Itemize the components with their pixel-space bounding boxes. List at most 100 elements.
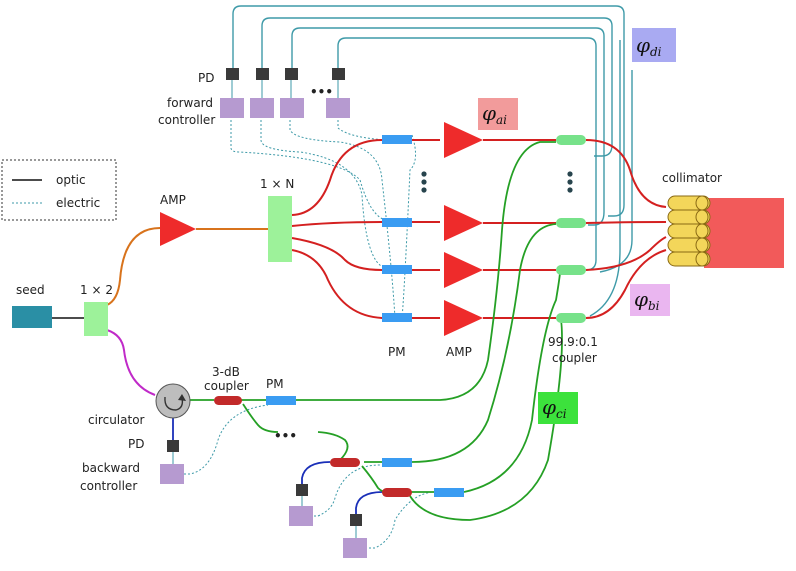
amp-1 [444, 122, 483, 158]
pm-bottom-2 [382, 458, 412, 467]
circulator-arrow-icon [164, 396, 184, 411]
seed-label: seed [16, 283, 45, 297]
legend-electric-label: electric [56, 196, 100, 210]
red-branch-4 [291, 249, 440, 319]
feedback-loop-6 [589, 40, 621, 317]
coupler-3db-label-line2: coupler [204, 379, 249, 393]
fiber-green-group [190, 141, 563, 521]
coupler-3db-3 [382, 488, 412, 497]
backward-label: backward [82, 461, 140, 475]
phase-phi-c-symbol: φ [542, 395, 556, 419]
green-long-3 [463, 271, 561, 493]
coupler-1 [556, 135, 586, 145]
coupler-ratio-label: 99.9:0.1 [548, 335, 598, 349]
circulator-arrowhead-icon [178, 394, 186, 401]
ellipsis-bottom: ••• [274, 429, 297, 443]
pd-bottom-3 [350, 514, 362, 526]
green-split [242, 403, 279, 433]
splitter-1x2 [84, 302, 108, 336]
controller-bottom-2 [289, 506, 313, 526]
pm-3 [382, 265, 412, 274]
phase-phi-b: φ bi [630, 284, 670, 316]
pd-top-1 [226, 68, 239, 80]
feedback-loops [232, 5, 625, 271]
circulator [155, 383, 191, 419]
coupler-3db-group [214, 396, 412, 497]
pm-bottom-label: PM [266, 377, 284, 391]
pm-4 [382, 313, 412, 322]
circulator-label: circulator [88, 413, 145, 427]
ellipsis-top: ••• [310, 85, 333, 99]
electric-dashed-bottom [180, 404, 433, 549]
pm-array-label: PM [388, 345, 406, 359]
controller-bottom-1 [160, 464, 184, 484]
vertical-dots-left [421, 171, 427, 193]
phase-phi-c-sub: ci [556, 407, 567, 421]
pd-bottom-2 [296, 484, 308, 496]
amp-4 [444, 300, 483, 336]
controller-bottom-label: controller [80, 479, 137, 493]
phase-phi-d: φ di [632, 28, 676, 62]
vertical-dots-right [567, 171, 573, 193]
feedback-loop-1 [232, 5, 625, 217]
pm-2 [382, 218, 412, 227]
red-coll-2 [585, 221, 667, 224]
green-to-coupler-2 [317, 431, 349, 461]
coupler-3db-label-line1: 3-dB [212, 365, 240, 379]
amp-3 [444, 252, 483, 288]
feedback-loop-5 [599, 70, 633, 273]
coupler-2 [556, 218, 586, 228]
amp-2 [444, 205, 483, 241]
pm-bottom-3 [434, 488, 464, 497]
phase-phi-d-symbol: φ [636, 33, 650, 57]
controller-top-3 [280, 98, 304, 118]
dash-bottom-2 [310, 464, 381, 517]
collimator-label: collimator [662, 171, 722, 185]
coupler-3db-1 [214, 396, 242, 405]
phase-phi-c: φ ci [538, 392, 578, 424]
fiber-red-group [291, 139, 667, 319]
pd-array-top [226, 68, 345, 80]
phase-phi-a: φ ai [478, 98, 518, 130]
dash-ctrl-5 [401, 134, 416, 318]
pm-1 [382, 135, 412, 144]
legend-optic-label: optic [56, 173, 86, 187]
feedback-loop-4 [337, 37, 597, 271]
pd-top-2 [256, 68, 269, 80]
red-coll-4 [585, 249, 667, 319]
pd-top-label: PD [198, 71, 214, 85]
red-branch-2 [291, 221, 440, 227]
pd-ctrl-links-bottom [172, 452, 357, 538]
red-branch-1 [291, 139, 440, 216]
pm-bottom-1 [266, 396, 296, 405]
pd-top-3 [285, 68, 298, 80]
amp-main [160, 212, 196, 246]
phase-phi-c-box [538, 392, 578, 424]
forward-label: forward [167, 96, 213, 110]
green-long-2 [411, 223, 557, 463]
controller-top-1 [220, 98, 244, 118]
red-coll-1 [585, 139, 667, 208]
controller-bottom-3 [343, 538, 367, 558]
red-coll-3 [585, 236, 667, 271]
pd-bottom-group [167, 440, 362, 526]
controller-top-2 [250, 98, 274, 118]
output-beam [704, 198, 784, 268]
pd-top-4 [332, 68, 345, 80]
fiber-blue-group [172, 418, 384, 514]
phase-phi-b-symbol: φ [634, 287, 648, 311]
controller-bottom-group [160, 464, 367, 558]
pd-bottom-label: PD [128, 437, 144, 451]
blue-pd-2 [301, 461, 331, 484]
green-c2-c3 [361, 465, 387, 493]
dash-ctrl-1 [230, 120, 386, 221]
phase-phi-a-sub: ai [496, 113, 507, 127]
dash-ctrl-3 [289, 120, 396, 319]
splitter-1xn [268, 196, 292, 262]
phase-phi-a-symbol: φ [482, 101, 496, 125]
feedback-loops-lower [589, 40, 633, 317]
green-long-1 [295, 141, 556, 401]
blue-pd-3 [355, 491, 384, 514]
fiber-orange-in [106, 227, 161, 306]
